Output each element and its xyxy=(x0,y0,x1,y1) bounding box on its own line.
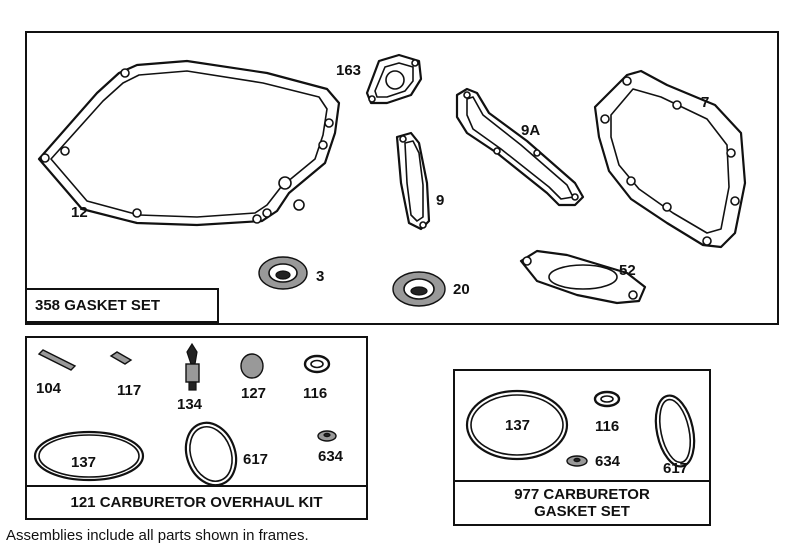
part-116-washer xyxy=(593,390,621,408)
part-label-127: 127 xyxy=(241,385,267,402)
part-label-7: 7 xyxy=(701,94,710,111)
part-label-117: 117 xyxy=(117,382,142,399)
part-12-crankcase-gasket xyxy=(37,59,341,227)
part-label-137: 137 xyxy=(71,454,97,471)
gasket-set-frame: 12 163 9 9A 7 3 20 52 358 GASKET SET xyxy=(25,31,779,325)
part-116-washer xyxy=(303,354,331,374)
footnote: Assemblies include all parts shown in fr… xyxy=(6,527,309,544)
part-3-oil-seal xyxy=(258,256,308,290)
carb-gasket-title-line2: GASKET SET xyxy=(534,503,630,520)
part-617-gasket-ring xyxy=(184,421,238,487)
part-617-gasket-ring xyxy=(654,394,696,468)
part-634-washer xyxy=(317,430,337,442)
part-label-20: 20 xyxy=(453,281,470,298)
part-134-needle xyxy=(185,342,200,391)
part-9A-gasket xyxy=(455,87,585,207)
part-label-137: 137 xyxy=(505,417,531,434)
part-label-9A: 9A xyxy=(521,122,541,139)
carb-gasket-title-line1: 977 CARBURETOR xyxy=(514,486,650,503)
part-label-116: 116 xyxy=(303,385,328,402)
carb-overhaul-title: 121 CARBURETOR OVERHAUL KIT xyxy=(25,485,368,520)
part-104-pin xyxy=(37,349,77,371)
part-label-617: 617 xyxy=(663,460,689,477)
part-label-3: 3 xyxy=(316,268,325,285)
gasket-set-title: 358 GASKET SET xyxy=(25,288,219,323)
part-label-163: 163 xyxy=(336,62,362,79)
part-137-o-ring xyxy=(33,430,145,482)
gasket-set-drawing xyxy=(37,53,747,307)
part-163-gasket xyxy=(365,53,423,105)
part-label-12: 12 xyxy=(71,204,88,221)
carb-gasket-frame: 137 116 634 617 977 CARBURETOR GASKET SE… xyxy=(453,369,711,526)
part-label-634: 634 xyxy=(318,448,344,465)
carb-overhaul-frame: 104 117 134 127 116 137 617 634 121 CARB… xyxy=(25,336,368,520)
part-117-bushing xyxy=(109,351,133,365)
carb-gasket-title: 977 CARBURETOR GASKET SET xyxy=(453,480,711,526)
part-634-washer xyxy=(566,455,588,467)
part-label-634: 634 xyxy=(595,453,621,470)
part-label-617: 617 xyxy=(243,451,269,468)
carb-overhaul-drawing xyxy=(33,342,337,487)
part-label-134: 134 xyxy=(177,396,203,413)
part-127-plug xyxy=(240,353,264,379)
part-52-gasket xyxy=(519,249,647,305)
part-label-116: 116 xyxy=(595,418,620,435)
part-label-52: 52 xyxy=(619,262,636,279)
part-label-9: 9 xyxy=(436,192,445,209)
part-137-o-ring xyxy=(465,389,569,461)
part-9-gasket xyxy=(395,131,431,231)
part-20-oil-seal xyxy=(392,271,446,307)
carb-gasket-drawing xyxy=(465,389,696,468)
part-label-104: 104 xyxy=(36,380,62,397)
part-7-head-gasket xyxy=(593,69,747,249)
